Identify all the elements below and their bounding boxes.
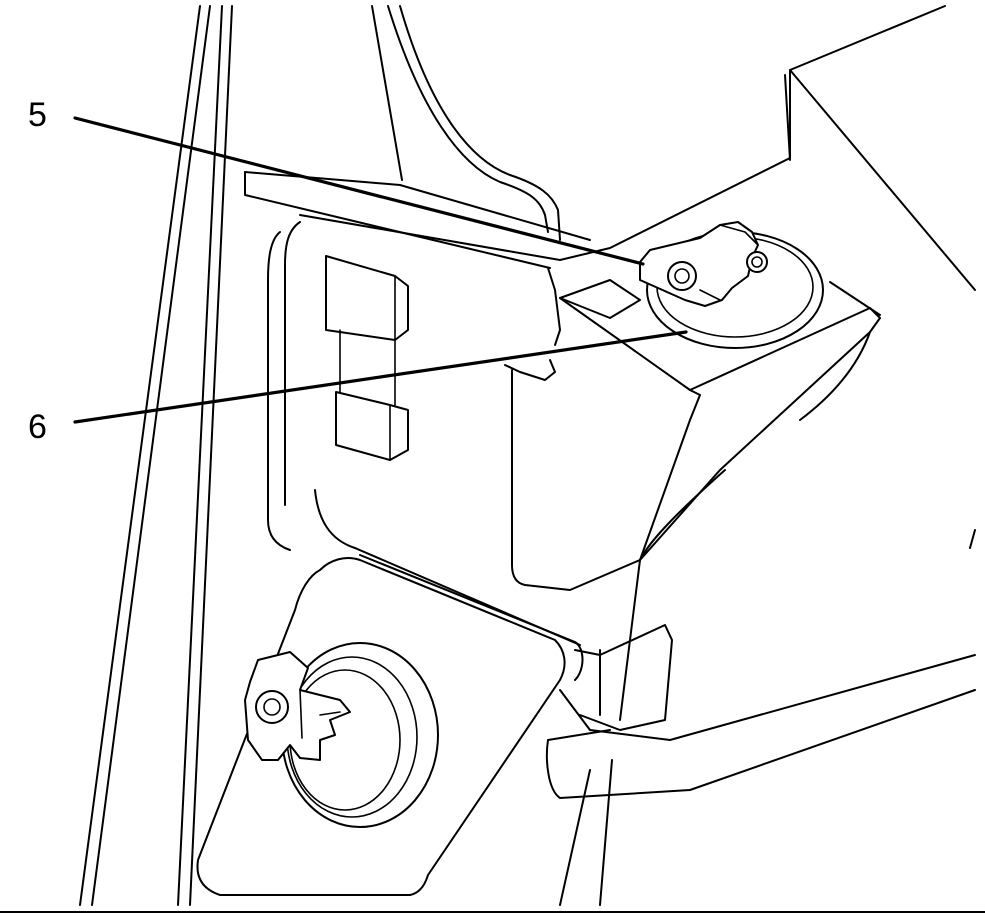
lower-housing-block [504,267,881,591]
callout-label-6: 6 [28,408,47,446]
leader-line-6 [73,330,688,424]
housing-panel [267,5,976,646]
clip-fastener-item-5 [639,221,824,349]
callout-label-5: 5 [28,96,47,134]
leader-line-5 [73,116,645,266]
left-pillar-trim [79,5,233,906]
upper-bracket [244,5,591,269]
left-tabs [325,255,409,461]
right-edge-details [559,529,976,906]
lower-clip [244,651,351,761]
lower-mount-plate [196,554,976,896]
